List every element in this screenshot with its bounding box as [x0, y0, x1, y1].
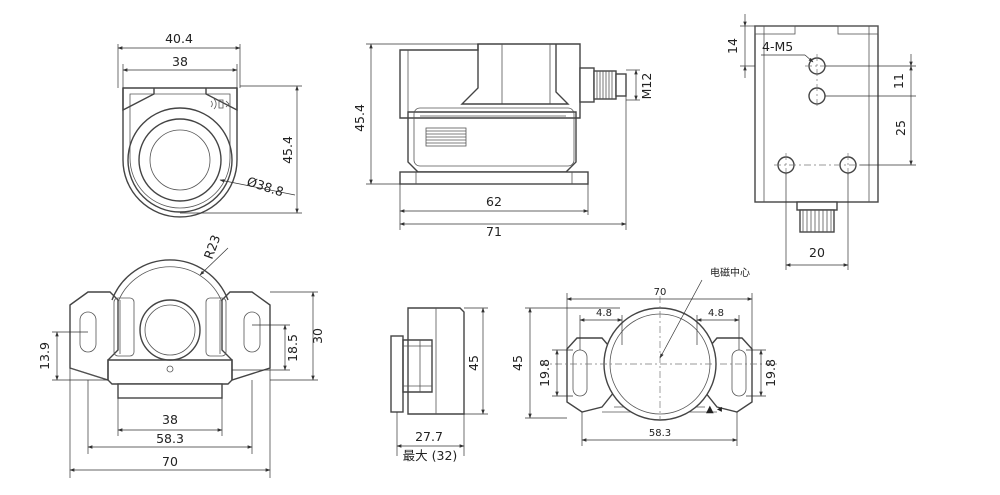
- side-height-label: 45.4: [352, 104, 367, 132]
- plan-view: ▲ ◂ 电磁中心 70 4.8 4.8 45 19.8 19.8 58.3: [510, 266, 780, 446]
- plan-direction-mark: ▲ ◂: [706, 404, 722, 415]
- front-width-total-label: 40.4: [165, 31, 193, 46]
- side-connector-label: M12: [639, 73, 654, 100]
- back-view: 14 4-M5 11 25 20: [725, 14, 916, 270]
- bottom-radius-label: R23: [201, 233, 224, 261]
- bottom-right-30-label: 30: [310, 328, 325, 344]
- m12-connector: [579, 67, 627, 103]
- thin-max-label: 最大 (32): [403, 448, 458, 463]
- back-holes-label: 4-M5: [762, 39, 793, 54]
- side-length-total-label: 71: [486, 224, 502, 239]
- back-top-label: 14: [725, 38, 740, 54]
- bottom-view: R23 13.9 18.5 30 38 58.3 70: [37, 233, 325, 478]
- back-spacing-25-label: 25: [893, 120, 908, 136]
- bottom-right-18-5-label: 18.5: [285, 334, 300, 362]
- plan-left-19-8-label: 19.8: [537, 359, 552, 387]
- front-width-inner-label: 38: [172, 54, 188, 69]
- thin-depth-label: 27.7: [415, 429, 443, 444]
- thin-side-view: 45 27.7 最大 (32): [390, 307, 488, 463]
- back-width-20-label: 20: [809, 245, 825, 260]
- bottom-width-58-3-label: 58.3: [156, 431, 184, 446]
- plan-center-label: 电磁中心: [710, 266, 750, 279]
- bottom-width-38-label: 38: [162, 412, 178, 427]
- label-hatch: [425, 127, 467, 147]
- plan-width-70-label: 70: [654, 287, 667, 298]
- thin-height-label: 45: [466, 355, 481, 371]
- plan-height-45-label: 45: [510, 355, 525, 371]
- front-height-label: 45.4: [280, 136, 295, 164]
- front-view: 40.4 38 45.4 Ø38.8: [117, 31, 302, 218]
- back-spacing-11-label: 11: [891, 73, 906, 89]
- m12-connector-back: [796, 201, 838, 233]
- front-diameter-label: Ø38.8: [245, 174, 286, 200]
- plan-right-19-8-label: 19.8: [763, 359, 778, 387]
- plan-right-4-8-label: 4.8: [708, 308, 724, 319]
- bottom-width-70-label: 70: [162, 454, 178, 469]
- side-length-body-label: 62: [486, 194, 502, 209]
- bottom-left-13-9-label: 13.9: [37, 342, 52, 370]
- sensor-signal-icon: [210, 98, 230, 110]
- plan-left-4-8-label: 4.8: [596, 308, 612, 319]
- side-view: 45.4 M12 62 71: [352, 43, 654, 239]
- plan-width-58-3-label: 58.3: [649, 428, 671, 439]
